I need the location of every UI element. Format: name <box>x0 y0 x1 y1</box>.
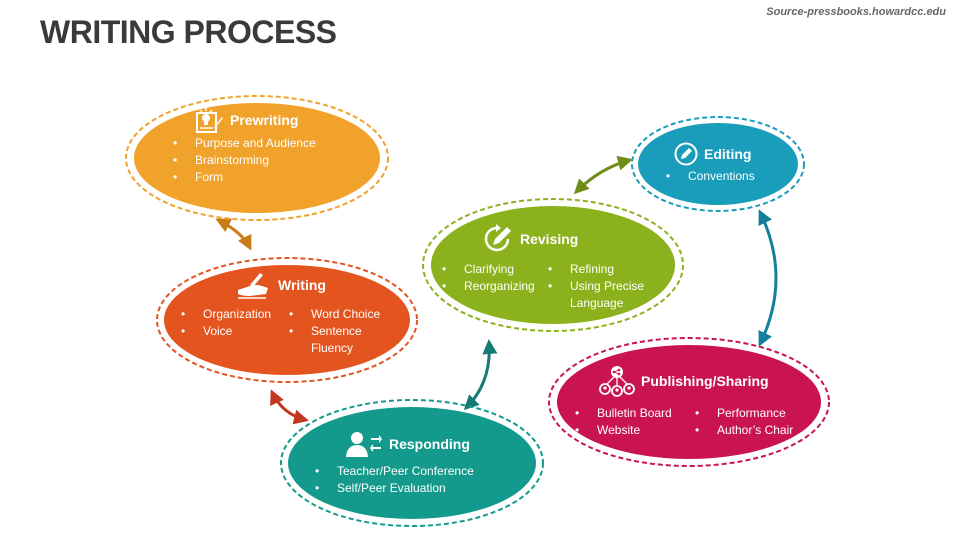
list-item: Form <box>171 169 316 186</box>
list-item: Word Choice <box>287 306 391 323</box>
list-item: Using Precise Language <box>546 278 670 312</box>
list-item: Conventions <box>664 168 755 185</box>
list-item: Purpose and Audience <box>171 135 316 152</box>
arrow-prewriting-writing <box>215 218 252 251</box>
list-item: Sentence Fluency <box>287 323 391 357</box>
editing-header: Editing <box>674 142 751 166</box>
responding-header: Responding <box>345 430 470 458</box>
arrow-revising-editing <box>573 155 633 195</box>
list-item: Self/Peer Evaluation <box>313 480 474 497</box>
editing-outline <box>631 116 805 212</box>
list-item: Performance <box>693 405 793 422</box>
prewriting-header: Prewriting <box>194 105 298 135</box>
list-item: Refining <box>546 261 670 278</box>
share-network-icon <box>599 364 635 398</box>
revising-list-right: Refining Using Precise Language <box>546 261 670 312</box>
idea-note-icon <box>194 105 224 135</box>
writing-title: Writing <box>278 277 326 293</box>
list-item: Clarifying <box>440 261 535 278</box>
list-item: Website <box>573 422 672 439</box>
prewriting-list: Purpose and Audience Brainstorming Form <box>171 135 316 186</box>
revising-list-left: Clarifying Reorganizing <box>440 261 535 295</box>
revising-outline <box>422 198 684 332</box>
writing-list-right: Word Choice Sentence Fluency <box>287 306 391 357</box>
person-exchange-icon <box>345 430 383 458</box>
list-item: Brainstorming <box>171 152 316 169</box>
pencil-circle-icon <box>674 142 698 166</box>
publishing-header: Publishing/Sharing <box>599 364 769 398</box>
list-item: Organization <box>179 306 271 323</box>
list-item: Reorganizing <box>440 278 535 295</box>
hand-writing-icon <box>236 270 272 300</box>
list-item: Bulletin Board <box>573 405 672 422</box>
arrow-writing-responding <box>270 389 309 425</box>
publishing-list-right: Performance Author’s Chair <box>693 405 793 439</box>
writing-header: Writing <box>236 270 326 300</box>
list-item: Voice <box>179 323 271 340</box>
responding-title: Responding <box>389 436 470 452</box>
revise-pencil-icon <box>482 223 514 255</box>
arrow-responding-revising <box>463 339 498 411</box>
publishing-title: Publishing/Sharing <box>641 373 769 389</box>
editing-list: Conventions <box>664 168 755 185</box>
prewriting-outline <box>125 95 389 221</box>
publishing-list-left: Bulletin Board Website <box>573 405 672 439</box>
list-item: Teacher/Peer Conference <box>313 463 474 480</box>
writing-list-left: Organization Voice <box>179 306 271 340</box>
publishing-ellipse <box>557 345 821 459</box>
publishing-outline <box>548 337 830 467</box>
list-item: Author’s Chair <box>693 422 793 439</box>
source-credit: Source-pressbooks.howardcc.edu <box>766 6 946 18</box>
responding-list: Teacher/Peer Conference Self/Peer Evalua… <box>313 463 474 497</box>
prewriting-title: Prewriting <box>230 112 299 128</box>
page-title: WRITING PROCESS <box>40 14 337 50</box>
writing-outline <box>156 257 418 383</box>
editing-title: Editing <box>704 146 752 162</box>
arrow-editing-publishing <box>758 209 778 347</box>
revising-header: Revising <box>482 223 578 255</box>
revising-title: Revising <box>520 231 579 247</box>
responding-outline <box>280 399 544 527</box>
